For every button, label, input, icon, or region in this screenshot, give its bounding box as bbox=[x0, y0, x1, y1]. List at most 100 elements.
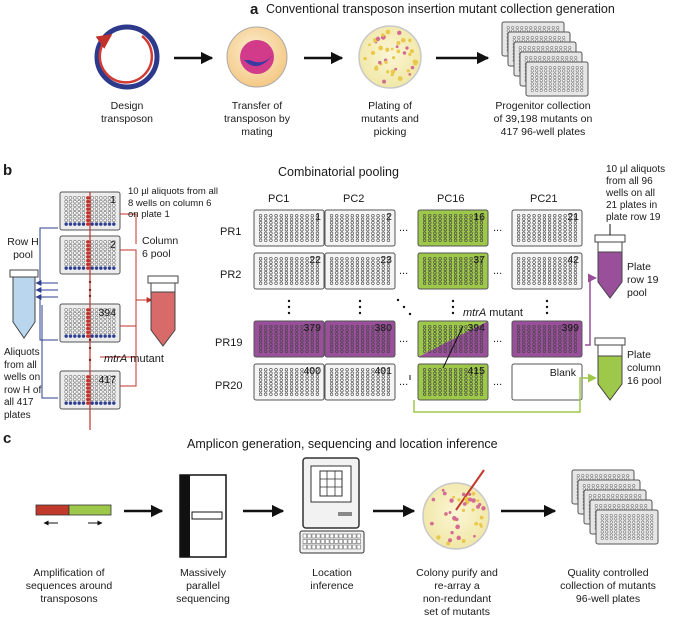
row-header-pr1: PR1 bbox=[220, 226, 242, 238]
keyboard-key bbox=[352, 533, 357, 539]
keyboard-key bbox=[334, 539, 339, 544]
colony-dot bbox=[457, 498, 461, 502]
grid-plate-number: 415 bbox=[467, 365, 485, 377]
column6-pool-tube bbox=[147, 275, 179, 347]
grid-dot bbox=[545, 299, 549, 303]
grid-plate-number: 401 bbox=[374, 365, 392, 377]
keyboard-key bbox=[311, 544, 316, 550]
colony-purify-icon bbox=[422, 469, 490, 550]
stack-plate-number: 1 bbox=[110, 194, 116, 206]
colony-dot bbox=[449, 498, 454, 503]
colony-dot bbox=[436, 535, 441, 540]
colony-dot bbox=[471, 498, 476, 503]
mtra-gene: mtrA bbox=[463, 307, 487, 319]
keyboard-key bbox=[352, 544, 357, 550]
colony-dot bbox=[400, 37, 406, 43]
colony-dot bbox=[363, 56, 367, 61]
grid-plate-number: 399 bbox=[561, 322, 579, 334]
plate-row-pool-tube bbox=[594, 234, 626, 299]
colony-dot bbox=[385, 29, 391, 35]
mtra-gene: mtrA bbox=[104, 353, 128, 365]
panel-a-letter: a bbox=[250, 1, 259, 18]
grid-dot bbox=[545, 311, 549, 315]
column-header-pc21: PC21 bbox=[530, 193, 558, 205]
ellipsis: ... bbox=[493, 376, 503, 388]
keyboard-key bbox=[347, 539, 352, 544]
row-h-pool-label: Row H pool bbox=[7, 236, 39, 261]
well-plate bbox=[595, 509, 659, 545]
colony-dot bbox=[452, 495, 456, 499]
well-plate bbox=[253, 209, 325, 247]
keyboard-key bbox=[356, 539, 361, 544]
ellipsis: ... bbox=[399, 222, 409, 234]
step-a2-caption: Transfer of transposon by mating bbox=[224, 100, 290, 138]
well-plate bbox=[324, 209, 396, 247]
grid-plate-number: 394 bbox=[467, 322, 485, 334]
colony-dot bbox=[448, 511, 452, 514]
colony-dot bbox=[409, 49, 414, 54]
pooling-grid bbox=[253, 209, 583, 401]
column-header-pc2: PC2 bbox=[343, 193, 365, 205]
step-c1-caption: Amplification of sequences around transp… bbox=[25, 567, 113, 605]
colony-dot bbox=[390, 69, 396, 74]
well-plate bbox=[511, 209, 583, 247]
grid-dot bbox=[358, 311, 362, 315]
grid-plate-number: 21 bbox=[567, 211, 579, 223]
keyboard-key bbox=[343, 544, 348, 550]
well-plate bbox=[511, 320, 583, 358]
well-plate bbox=[511, 363, 583, 401]
colony-dot bbox=[442, 491, 447, 496]
colony-dot bbox=[378, 45, 383, 51]
plating-dish-icon bbox=[358, 25, 422, 89]
well-plate bbox=[253, 252, 325, 290]
colony-dot bbox=[408, 38, 412, 43]
keyboard-key bbox=[311, 539, 316, 544]
colony-dot bbox=[478, 522, 482, 526]
well-plate bbox=[417, 252, 489, 290]
grid-dot bbox=[358, 305, 362, 309]
keyboard-key bbox=[320, 544, 325, 550]
colony-dot bbox=[471, 508, 475, 512]
grid-plate-number: 2 bbox=[386, 211, 392, 223]
colony-dot bbox=[462, 502, 467, 506]
ellipsis: ... bbox=[399, 333, 409, 345]
grid-dot bbox=[358, 299, 362, 303]
colony-dot bbox=[402, 51, 407, 55]
step-a4-caption: Progenitor collection of 39,198 mutants … bbox=[493, 100, 593, 138]
ellipsis: ... bbox=[493, 222, 503, 234]
row-h-aliquot-note: Aliquots from all wells on row H of all … bbox=[4, 347, 42, 421]
colony-dot bbox=[384, 60, 388, 64]
ellipsis: ... bbox=[493, 333, 503, 345]
panel-b-letter: b bbox=[3, 162, 13, 179]
well-plate bbox=[417, 320, 489, 358]
red-connector-arrow bbox=[120, 249, 153, 303]
keyboard-key bbox=[343, 539, 348, 544]
keyboard-key bbox=[311, 533, 316, 539]
row-header-pr19: PR19 bbox=[215, 337, 243, 349]
keyboard-key bbox=[338, 539, 343, 544]
ellipsis: ... bbox=[399, 265, 409, 277]
colony-dot bbox=[396, 40, 401, 46]
keyboard-key bbox=[307, 544, 312, 550]
colony-dot bbox=[430, 521, 434, 526]
plate-row-aliquot-note: 10 µl aliquots from all 96 wells on all … bbox=[606, 164, 666, 223]
colony-dot bbox=[406, 69, 410, 73]
colony-dot bbox=[408, 73, 412, 76]
red-connector bbox=[120, 300, 137, 327]
grid-dot bbox=[287, 305, 291, 309]
mating-transfer-icon bbox=[226, 26, 288, 88]
colony-dot bbox=[410, 65, 415, 70]
colony-dot bbox=[386, 70, 390, 74]
grid-plate-number: Blank bbox=[549, 367, 576, 379]
step-a1-caption: Design transposon bbox=[101, 100, 153, 125]
colony-dot bbox=[397, 76, 403, 81]
column-header-pc1: PC1 bbox=[268, 193, 290, 205]
colony-dot bbox=[431, 497, 436, 502]
colony-dot bbox=[448, 538, 453, 543]
colony-dot bbox=[382, 79, 386, 84]
purple-connector bbox=[585, 273, 597, 346]
grid-plate-number: 23 bbox=[380, 254, 392, 266]
keyboard-key bbox=[338, 533, 343, 539]
